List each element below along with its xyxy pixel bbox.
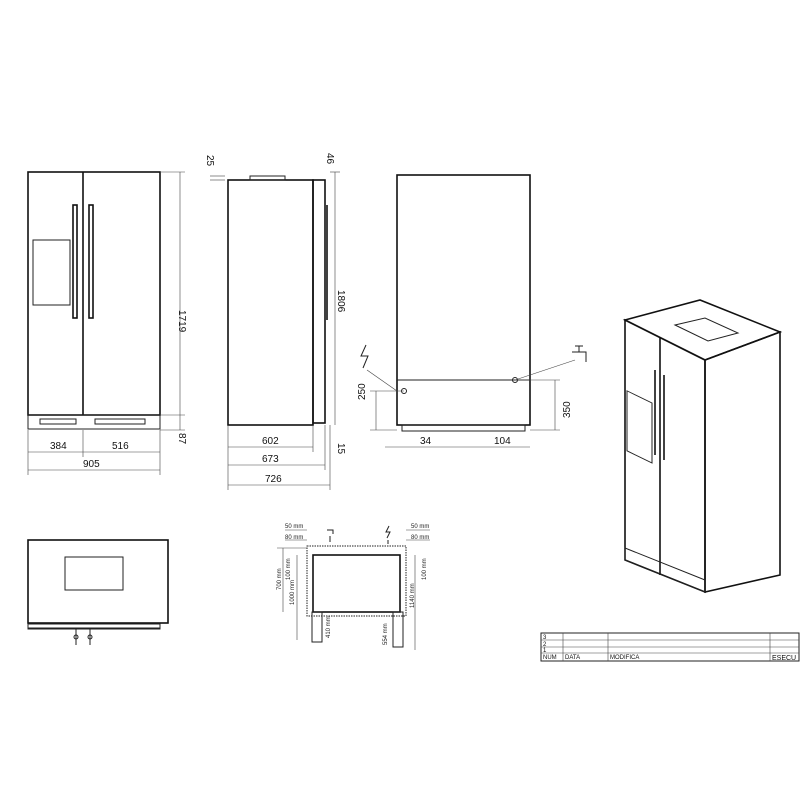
gap-80mm-right: 80 mm xyxy=(411,535,429,541)
header-data: DATA xyxy=(565,655,580,661)
dim-104: 104 xyxy=(494,436,511,447)
dim-46: 46 xyxy=(324,153,335,165)
dim-673: 673 xyxy=(262,454,279,465)
dispenser-panel xyxy=(32,239,71,306)
row-1: 1 xyxy=(543,648,547,654)
height-1000mm: 1000 mm xyxy=(290,580,296,605)
socket-410mm: 410 mm xyxy=(326,616,332,638)
lightning-icon xyxy=(360,344,369,369)
water-tap-icon xyxy=(327,529,334,542)
title-block: 3 2 1 NUM DATA MODIFICA ESECU xyxy=(540,632,800,662)
dim-250: 250 xyxy=(357,383,368,400)
isometric-view xyxy=(622,299,783,594)
header-esecu: ESECU xyxy=(772,655,796,662)
gap-50mm-right: 50 mm xyxy=(411,524,429,530)
side-view: 25 46 1806 15 602 673 726 xyxy=(204,153,346,490)
dim-34: 34 xyxy=(420,436,432,447)
lightning-icon xyxy=(385,525,391,544)
water-tap-icon xyxy=(572,345,587,362)
dim-384: 384 xyxy=(50,441,67,452)
row-2: 2 xyxy=(543,642,547,648)
gap-80mm-left: 80 mm xyxy=(285,535,303,541)
dim-87: 87 xyxy=(176,433,187,445)
dim-25: 25 xyxy=(204,155,215,167)
dim-726: 726 xyxy=(265,474,282,485)
dim-602: 602 xyxy=(262,436,279,447)
installation-diagram: 50 mm 80 mm 50 mm 80 mm 700 mm 100 mm 10… xyxy=(277,524,430,650)
back-view: 250 350 34 104 xyxy=(357,174,587,448)
socket-554mm: 554 mm xyxy=(383,623,389,645)
header-num: NUM xyxy=(543,655,557,661)
front-view: 384 516 905 1719 87 xyxy=(27,171,187,475)
dim-15: 15 xyxy=(335,443,346,455)
height-700mm: 700 mm xyxy=(277,568,283,590)
height-1140mm: 1140 mm xyxy=(410,583,416,608)
dim-1806: 1806 xyxy=(335,290,346,313)
handle-left xyxy=(72,204,78,319)
top-view xyxy=(27,539,169,645)
inner-100mm-right: 100 mm xyxy=(422,558,428,580)
handle-right xyxy=(88,204,94,319)
gap-50mm-left: 50 mm xyxy=(285,524,303,530)
row-3: 3 xyxy=(543,635,547,641)
inner-100mm-left: 100 mm xyxy=(286,558,292,580)
dim-905: 905 xyxy=(83,459,100,470)
dim-350: 350 xyxy=(562,401,573,418)
dim-516: 516 xyxy=(112,441,129,452)
dim-1719: 1719 xyxy=(176,310,187,333)
header-modifica: MODIFICA xyxy=(610,655,639,661)
